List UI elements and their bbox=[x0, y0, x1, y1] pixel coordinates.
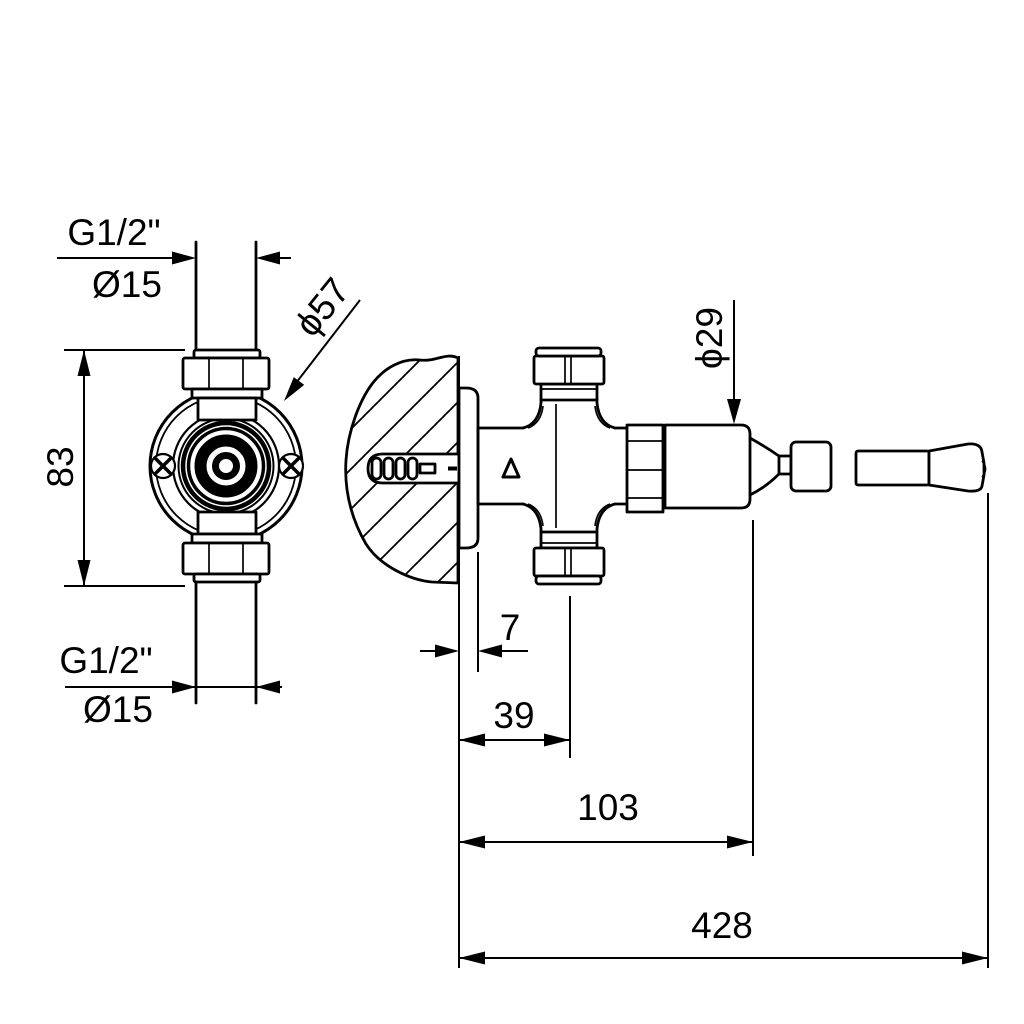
overall-length-label: 428 bbox=[691, 905, 753, 946]
handle-tip bbox=[981, 460, 987, 478]
dim-bottom-port: G1/2" Ø15 bbox=[59, 640, 282, 730]
bottom-thread-label: G1/2" bbox=[59, 640, 152, 681]
dim-top-port: G1/2" Ø15 bbox=[57, 212, 291, 305]
dim-103: 103 bbox=[459, 787, 753, 849]
flow-direction-mark bbox=[501, 457, 521, 479]
dimensions: G1/2" Ø15 83 G1/2" Ø15 ϕ57 ϕ29 bbox=[40, 212, 989, 968]
handle-rod bbox=[854, 449, 931, 487]
wall-to-plate-label: 7 bbox=[500, 607, 521, 648]
dim-height-83: 83 bbox=[40, 349, 185, 587]
front-pipe-top bbox=[194, 240, 258, 352]
screw-left bbox=[149, 452, 177, 480]
side-union-top bbox=[532, 346, 606, 402]
side-union-bottom bbox=[532, 530, 606, 586]
dim-cap-29: ϕ29 bbox=[689, 300, 741, 424]
dim-39: 39 bbox=[459, 695, 570, 747]
dim-7: 7 bbox=[420, 607, 528, 658]
wall-plate bbox=[457, 386, 480, 550]
dim-flange-57: ϕ57 bbox=[284, 270, 361, 401]
bonnet-hex bbox=[625, 423, 665, 514]
cap-cylinder bbox=[663, 423, 752, 510]
flange-diameter-label: ϕ57 bbox=[287, 270, 358, 344]
valve-body bbox=[476, 398, 630, 534]
dim-428: 428 bbox=[459, 905, 988, 965]
wall-to-axis-label: 39 bbox=[493, 695, 534, 736]
top-diameter-label: Ø15 bbox=[92, 264, 162, 305]
front-union-nut-bottom bbox=[181, 510, 271, 584]
valve-face-rings bbox=[180, 420, 272, 512]
side-view bbox=[344, 346, 987, 586]
height-label: 83 bbox=[40, 446, 81, 487]
front-view bbox=[148, 240, 305, 705]
anchor-shaft bbox=[366, 452, 461, 485]
handle-grip bbox=[927, 442, 986, 493]
extension-lines bbox=[458, 356, 989, 968]
stem-knob bbox=[789, 440, 833, 493]
screw-right bbox=[277, 452, 305, 480]
front-union-nut-top bbox=[181, 348, 271, 422]
operating-handle bbox=[854, 442, 987, 493]
cap-diameter-label: ϕ29 bbox=[689, 307, 730, 369]
wall-to-cap-label: 103 bbox=[577, 787, 639, 828]
boss-circle-inner bbox=[177, 417, 275, 515]
stem-cone bbox=[748, 436, 833, 497]
front-pipe-bottom bbox=[194, 580, 258, 705]
bottom-diameter-label: Ø15 bbox=[83, 689, 153, 730]
top-thread-label: G1/2" bbox=[67, 212, 160, 253]
